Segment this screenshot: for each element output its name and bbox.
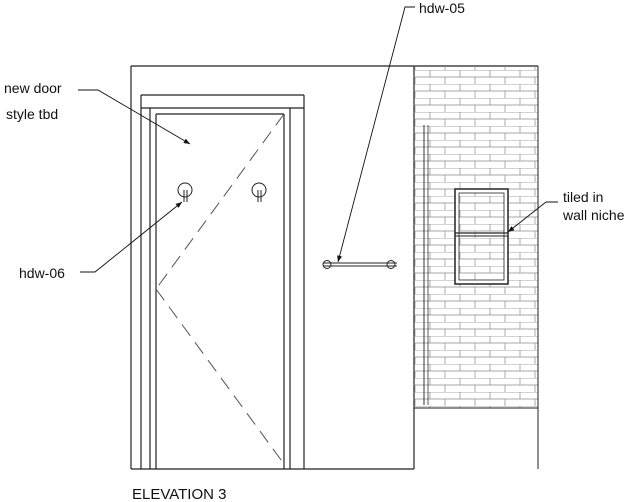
leader-hdw-06 (80, 201, 183, 273)
label-new-door-line1: new door (4, 80, 62, 96)
wall-niche (454, 188, 509, 285)
label-new-door-line2: style tbd (6, 106, 58, 122)
label-hdw-06: hdw-06 (19, 265, 65, 281)
label-hdw-05: hdw-05 (419, 0, 465, 16)
door-swing-lines (155, 113, 285, 465)
leader-new-door (78, 89, 191, 145)
leader-hdw-05 (337, 6, 415, 263)
door-hardware-hdw-06 (177, 182, 193, 202)
door-frame (140, 94, 305, 469)
drawing-title: ELEVATION 3 (132, 486, 226, 502)
leader-wall-niche (507, 201, 558, 233)
glass-screen-edge (423, 125, 429, 405)
label-niche-line1: tiled in (563, 189, 603, 205)
label-niche-line2: wall niche (562, 207, 625, 223)
towel-bar-hdw-05 (322, 260, 397, 269)
door-hardware-secondary (251, 182, 267, 202)
callout-leaders (78, 6, 558, 273)
